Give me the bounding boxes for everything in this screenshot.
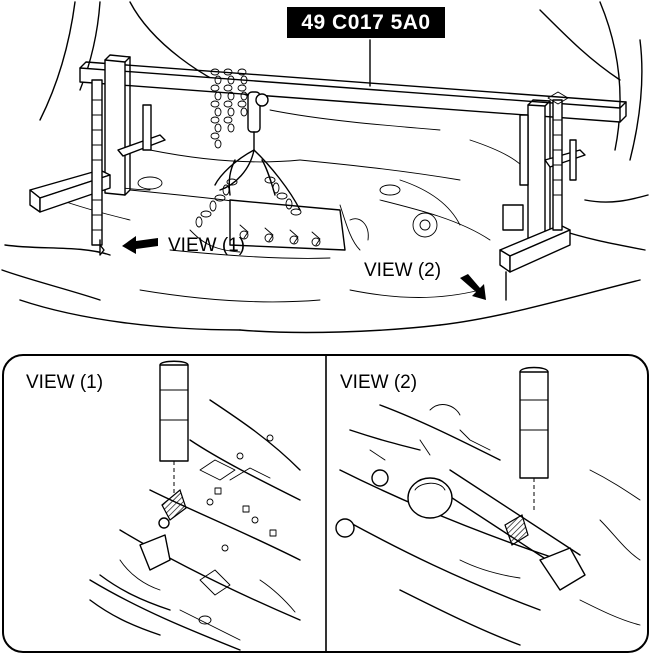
special-tool-number-label: 49 C017 5A0 xyxy=(287,7,445,38)
view-1-panel-title: VIEW (1) xyxy=(26,372,104,393)
right-support-leg xyxy=(499,91,586,301)
view-1-detail xyxy=(89,360,301,651)
chain-links-left xyxy=(195,178,238,228)
view-1-arrow xyxy=(122,236,158,254)
left-support-leg xyxy=(29,54,166,256)
view-2-detail xyxy=(335,366,641,646)
view-2-callout: VIEW (2) xyxy=(364,260,442,281)
chain-links-hanging xyxy=(210,68,248,149)
chain-links-right xyxy=(264,176,302,216)
cylinder-head-cover xyxy=(229,199,346,251)
detail-panels-frame xyxy=(2,354,649,653)
view-2-arrow xyxy=(460,274,486,300)
view-2-panel-title: VIEW (2) xyxy=(340,372,418,393)
view-1-callout: VIEW (1) xyxy=(168,235,246,256)
hanger-chain xyxy=(195,68,302,228)
